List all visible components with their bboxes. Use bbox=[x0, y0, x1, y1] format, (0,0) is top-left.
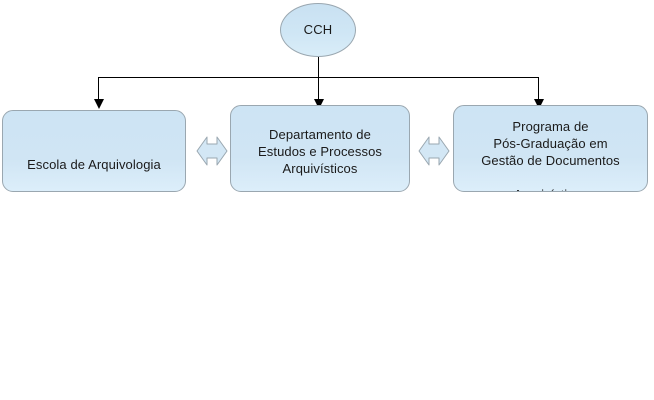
node-cch[interactable]: CCH bbox=[280, 3, 356, 57]
double-arrow-left-icon bbox=[196, 133, 228, 169]
node-programa-label-line2: Pós-Graduação em bbox=[493, 136, 608, 151]
node-departamento-label-line3: Arquivísticos bbox=[282, 161, 358, 176]
connector-branch-right bbox=[538, 77, 539, 99]
node-programa-label-clipped: Arquivísticos bbox=[454, 186, 647, 191]
connector-root-stem bbox=[318, 57, 319, 78]
node-departamento-label-line1: Departamento de bbox=[269, 127, 371, 142]
connector-branch-center bbox=[318, 77, 319, 99]
connector-branch-left bbox=[98, 77, 99, 99]
arrowhead-down-left-icon bbox=[94, 99, 104, 109]
node-escola-label: Escola de Arquivologia bbox=[27, 157, 161, 172]
node-departamento-estudos-processos[interactable]: Departamento de Estudos e Processos Arqu… bbox=[230, 105, 410, 192]
double-arrow-right-icon bbox=[418, 133, 450, 169]
node-programa-pos-graduacao[interactable]: Programa de Pós-Graduação em Gestão de D… bbox=[453, 105, 648, 192]
node-departamento-label-line2: Estudos e Processos bbox=[257, 144, 383, 159]
node-cch-label: CCH bbox=[303, 21, 333, 37]
node-programa-label-line1: Programa de bbox=[512, 119, 589, 134]
node-programa-label-line3: Gestão de Documentos bbox=[481, 153, 620, 168]
arrowhead-down-center-icon bbox=[314, 99, 324, 109]
node-escola-de-arquivologia[interactable]: Escola de Arquivologia bbox=[2, 110, 186, 192]
arrowhead-down-right-icon bbox=[534, 99, 544, 109]
